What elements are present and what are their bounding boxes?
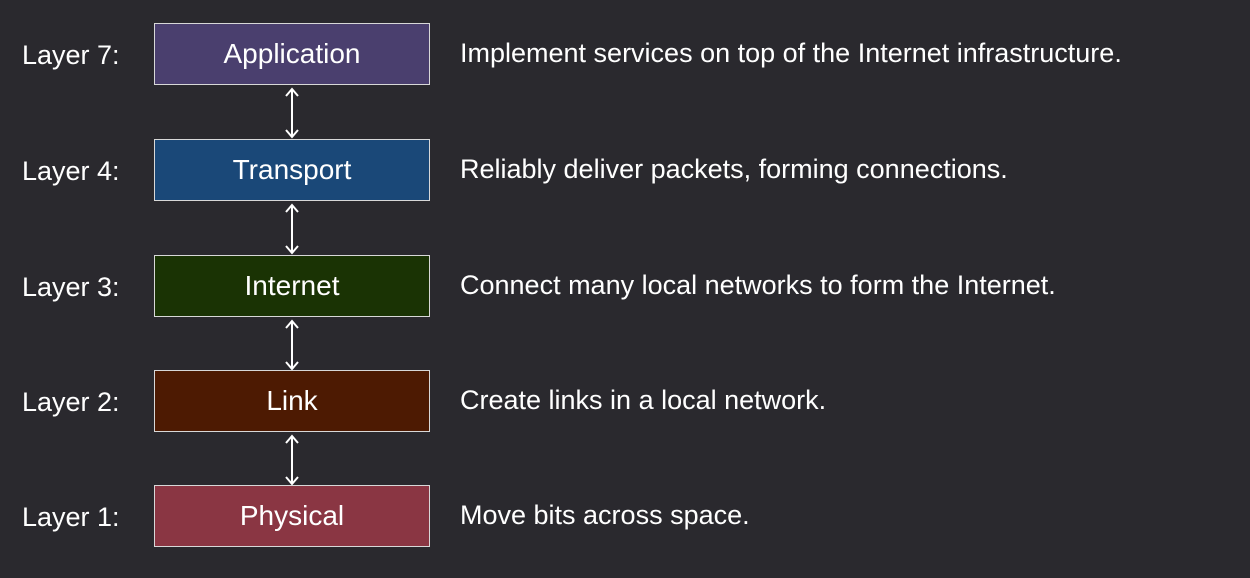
double-headed-arrow-icon [282, 318, 302, 372]
layer-number-label: Layer 7: [22, 40, 120, 70]
layer-row-internet: Layer 3: Internet Connect many local net… [0, 255, 1250, 319]
layer-name: Transport [232, 154, 352, 185]
layer-number-label: Layer 1: [22, 502, 120, 532]
double-headed-arrow-icon [282, 202, 302, 256]
layer-name: Physical [239, 500, 345, 531]
layer-description: Create links in a local network. [460, 385, 827, 415]
layer-row-transport: Layer 4: Transport Reliably deliver pack… [0, 139, 1250, 203]
layer-name: Link [266, 385, 318, 416]
layer-name: Application [223, 38, 361, 69]
double-headed-arrow-icon [282, 86, 302, 140]
layer-name: Internet [244, 270, 340, 301]
layer-description: Reliably deliver packets, forming connec… [460, 154, 1008, 184]
layer-description: Connect many local networks to form the … [460, 270, 1056, 300]
layer-description: Implement services on top of the Interne… [460, 38, 1122, 68]
layer-row-link: Layer 2: Link Create links in a local ne… [0, 370, 1250, 434]
layer-box-internet: Internet [154, 255, 430, 317]
layer-box-link: Link [154, 370, 430, 432]
double-headed-arrow-icon [282, 433, 302, 487]
layer-description: Move bits across space. [460, 500, 750, 530]
layer-row-physical: Layer 1: Physical Move bits across space… [0, 485, 1250, 549]
layer-box-physical: Physical [154, 485, 430, 547]
layer-number-label: Layer 3: [22, 272, 120, 302]
layer-box-transport: Transport [154, 139, 430, 201]
layer-row-application: Layer 7: Application Implement services … [0, 23, 1250, 87]
layer-number-label: Layer 2: [22, 387, 120, 417]
layer-box-application: Application [154, 23, 430, 85]
layer-number-label: Layer 4: [22, 156, 120, 186]
